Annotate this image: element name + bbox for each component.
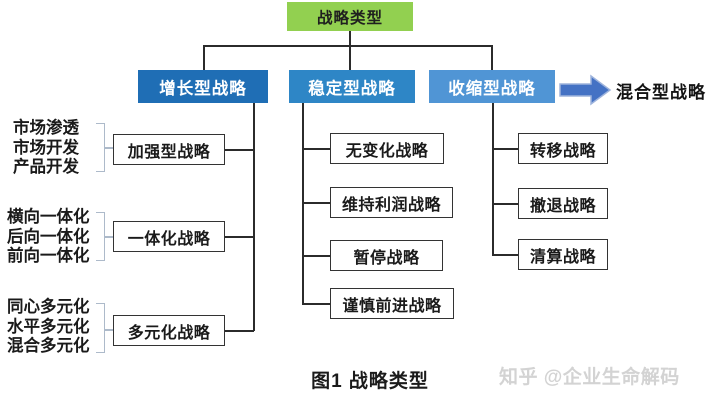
sublabel: 后向一体化 [7,227,90,246]
node-maintain-profit-strategy: 维持利润战略 [330,187,453,218]
connector-line [492,103,494,255]
node-growth-strategy: 增长型战略 [138,70,268,103]
connector-line [253,103,255,331]
sublabel: 同心多元化 [7,298,90,316]
connector-line [492,148,518,150]
node-pause-strategy: 暂停战略 [330,240,443,271]
sublabel: 混合多元化 [7,337,90,355]
arrow-right-icon [558,73,614,107]
sublabel: 前向一体化 [7,247,90,265]
connector-line [302,255,330,257]
sublabel: 横向一体化 [7,208,90,226]
connector-line [203,45,492,47]
node-diversification-strategy: 多元化战略 [113,315,225,346]
bracket-stub [104,236,113,238]
connector-line [302,103,304,304]
growth-sublabels-diversification: 同心多元化 水平多元化 混合多元化 [7,298,90,357]
node-mixed-strategy: 混合型战略 [616,83,706,102]
bracket-stub [104,329,113,331]
connector-line [302,303,330,305]
connector-line [349,31,351,70]
connector-line [491,45,493,70]
connector-line [492,254,518,256]
growth-sublabels-intensive: 市场渗透 市场开发 产品开发 [13,119,79,178]
node-transfer-strategy: 转移战略 [518,133,608,164]
connector-line [225,236,254,238]
node-proceed-with-caution-strategy: 谨慎前进战略 [330,288,454,319]
connector-line [302,202,330,204]
growth-sublabels-integration: 横向一体化 后向一体化 前向一体化 [7,208,90,267]
node-retreat-strategy: 撤退战略 [518,188,608,219]
connector-line [225,330,254,332]
node-intensive-strategy: 加强型战略 [113,134,225,165]
node-integration-strategy: 一体化战略 [113,221,225,252]
connector-line [302,148,330,150]
sublabel: 水平多元化 [7,317,90,336]
node-liquidation-strategy: 清算战略 [518,239,608,270]
node-stable-strategy: 稳定型战略 [289,70,415,103]
bracket-shape [96,303,105,353]
sublabel: 产品开发 [13,158,79,176]
node-no-change-strategy: 无变化战略 [330,133,444,164]
connector-line [492,203,518,205]
figure-caption: 图1 战略类型 [311,371,429,392]
connector-line [203,45,205,70]
connector-line [225,149,254,151]
bracket-stub [104,147,113,149]
sublabel: 市场渗透 [13,119,79,137]
node-strategy-type: 战略类型 [287,2,413,31]
sublabel: 市场开发 [13,138,79,157]
node-retrenchment-strategy: 收缩型战略 [429,70,555,103]
watermark: 知乎 @企业生命解码 [499,367,680,388]
